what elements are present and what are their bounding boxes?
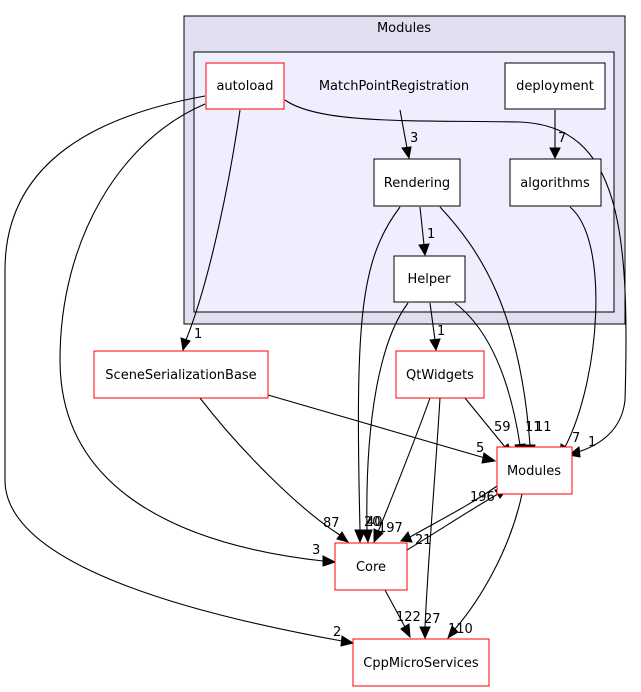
edge-qtwidgets-to-modules: 59 xyxy=(464,397,513,456)
edge-sceneser-to-core: 87 xyxy=(199,397,350,543)
node-modules[interactable]: Modules xyxy=(496,446,573,495)
node-cppmicroservices-label: CppMicroServices xyxy=(363,656,479,671)
edge-label-qtwidgets-to-cppmicro: 27 xyxy=(424,612,441,627)
edge-label-helper-to-core: 20 xyxy=(364,515,381,530)
edge-modules-to-core: 196 xyxy=(400,485,498,543)
edge-label-autoload-to-sceneser: 1 xyxy=(194,327,202,342)
edge-helper-to-qtwidgets: 1 xyxy=(429,302,445,352)
edge-label-rendering-to-helper: 1 xyxy=(427,227,435,242)
node-qtwidgets-label: QtWidgets xyxy=(406,368,474,383)
node-rendering-label: Rendering xyxy=(384,176,450,191)
edge-helper-to-core: 20 xyxy=(361,302,409,544)
edge-label-rendering-to-modules: 11 xyxy=(535,420,552,435)
edge-label-helper-to-modules: 11 xyxy=(525,420,542,435)
node-algorithms[interactable]: algorithms xyxy=(509,158,602,207)
node-core-label: Core xyxy=(356,560,386,575)
node-scene-serialization-base-label: SceneSerializationBase xyxy=(105,368,256,383)
node-autoload[interactable]: autoload xyxy=(205,62,285,110)
edge-label-autoload-to-core: 3 xyxy=(312,543,320,558)
edge-modules-to-cppmicro: 110 xyxy=(447,493,523,640)
edge-inner-to-rendering: 3 xyxy=(399,109,418,160)
edge-label-algorithms-to-modules: 7 xyxy=(572,431,580,446)
edge-qtwidgets-to-cppmicro: 27 xyxy=(419,397,441,640)
edge-label-modules-to-cppmicro: 110 xyxy=(448,622,473,637)
node-qtwidgets[interactable]: QtWidgets xyxy=(395,350,485,399)
edge-label-autoload-to-modules: 1 xyxy=(588,435,596,450)
edge-label-qtwidgets-to-core: 197 xyxy=(378,521,403,536)
edge-autoload-to-sceneser: 1 xyxy=(180,109,241,352)
edge-label-sceneser-to-modules: 5 xyxy=(476,441,484,456)
edge-core-to-cppmicro: 122 xyxy=(384,589,421,639)
edge-label-autoload-to-cppmicro: 2 xyxy=(333,625,341,640)
edge-label-core-to-cppmicro: 122 xyxy=(396,610,421,625)
edge-label-sceneser-to-core: 87 xyxy=(323,516,340,531)
node-deployment[interactable]: deployment xyxy=(504,62,606,110)
edge-autoload-to-core: 3 xyxy=(59,103,337,567)
node-helper-label: Helper xyxy=(408,272,452,287)
edge-label-qtwidgets-to-modules: 59 xyxy=(494,420,511,435)
edge-qtwidgets-to-core: 197 xyxy=(373,397,431,544)
cluster-modules-label: Modules xyxy=(377,21,431,36)
edges: 3 7 1 1 1 59 xyxy=(4,95,627,647)
node-cppmicroservices[interactable]: CppMicroServices xyxy=(352,638,490,687)
edge-label-inner-to-rendering: 3 xyxy=(410,131,418,146)
node-helper[interactable]: Helper xyxy=(393,255,466,303)
edge-label-deployment-to-algorithms: 7 xyxy=(558,131,566,146)
node-algorithms-label: algorithms xyxy=(520,176,590,191)
node-modules-label: Modules xyxy=(507,464,561,479)
node-autoload-label: autoload xyxy=(216,79,273,94)
node-deployment-label: deployment xyxy=(516,79,594,94)
edge-sceneser-to-modules: 5 xyxy=(267,394,497,464)
edge-label-helper-to-qtwidgets: 1 xyxy=(437,324,445,339)
edge-rendering-to-helper: 1 xyxy=(418,206,435,257)
node-core[interactable]: Core xyxy=(334,542,408,591)
cluster-matchpointregistration-label: MatchPointRegistration xyxy=(319,79,469,94)
edge-label-modules-to-core: 196 xyxy=(470,490,495,505)
node-scene-serialization-base[interactable]: SceneSerializationBase xyxy=(93,350,269,399)
edge-autoload-to-cppmicro: 2 xyxy=(4,95,355,647)
edge-rendering-to-core: 40 xyxy=(354,206,401,544)
edge-label-core-to-modules: 21 xyxy=(415,533,432,548)
edge-label-rendering-to-core: 40 xyxy=(366,515,383,530)
node-rendering[interactable]: Rendering xyxy=(373,158,461,207)
